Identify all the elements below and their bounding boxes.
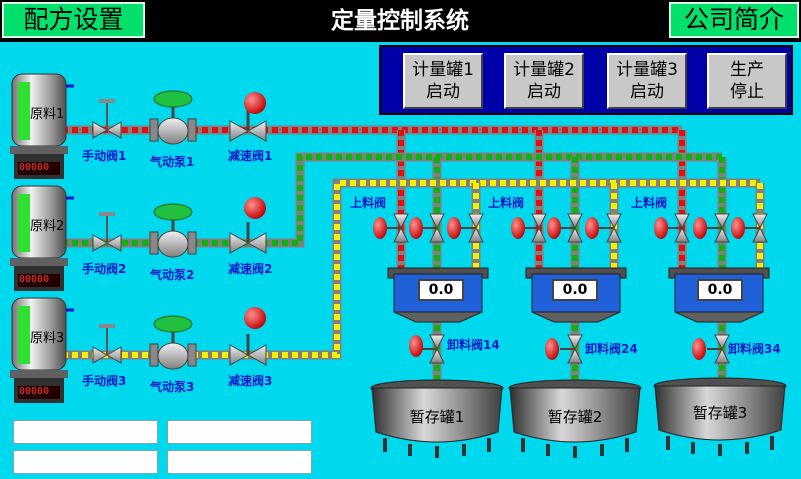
storage-tank-1 (370, 379, 504, 458)
pump-1-label: 气动泵1 (150, 155, 195, 169)
raw-tank-1-label: 原料1 (30, 107, 65, 122)
manual-valve-2-label: 手动阀2 (82, 262, 127, 276)
pipe-line3 (62, 178, 765, 360)
start-tank2-sub: 启动 (527, 82, 561, 102)
company-intro-button[interactable]: 公司简介 (669, 2, 799, 38)
feed-valve-3-3[interactable] (731, 213, 768, 243)
pump-3-label: 气动泵3 (150, 380, 195, 394)
feed-valve-group-3-label: 上料阀 (631, 196, 668, 210)
raw-tank-2-counter: 00000 (19, 274, 50, 285)
start-tank3-sub: 启动 (630, 82, 664, 102)
reducer-valve-1[interactable] (229, 92, 267, 142)
manual-valve-3[interactable] (92, 324, 122, 364)
pump-2-label: 气动泵2 (150, 268, 195, 282)
recipe-settings-button[interactable]: 配方设置 (2, 2, 145, 38)
info-field-4[interactable] (167, 450, 312, 474)
start-tank2-label: 计量罐2 (513, 60, 575, 80)
info-field-3[interactable] (13, 450, 158, 474)
tank1-weight-display: 0.0 (418, 279, 464, 301)
reducer-2-label: 减速阀2 (228, 262, 273, 276)
manual-valve-1-label: 手动阀1 (82, 149, 127, 163)
feed-valve-group-2-label: 上料阀 (488, 196, 525, 210)
discharge-valve-14[interactable] (409, 334, 445, 364)
storage-tank-2-label: 暂存罐2 (547, 408, 603, 426)
start-tank1-button[interactable]: 计量罐1 启动 (403, 53, 483, 109)
manual-valve-1[interactable] (92, 99, 122, 139)
start-tank1-sub: 启动 (426, 82, 460, 102)
stop-production-label: 生产 (730, 60, 764, 80)
storage-tank-1-label: 暂存罐1 (409, 408, 465, 426)
storage-tank-3-label: 暂存罐3 (692, 404, 748, 422)
manual-valve-2[interactable] (92, 212, 122, 252)
info-field-2[interactable] (167, 420, 312, 444)
raw-tank-3-label: 原料3 (30, 331, 65, 346)
line3-equipment (92, 307, 267, 370)
discharge-valve-34-label: 卸料阀34 (728, 342, 781, 356)
line1-equipment (92, 90, 267, 145)
raw-tank-2-label: 原料2 (30, 219, 65, 234)
tank2-weight-display: 0.0 (552, 279, 598, 301)
stop-production-sub: 停止 (730, 82, 764, 102)
page-title: 定量控制系统 (331, 8, 469, 34)
raw-tank-1-counter: 00000 (19, 162, 50, 173)
feed-valve-1-2[interactable] (409, 213, 445, 243)
feed-valve-3-2[interactable] (693, 213, 730, 243)
feed-valve-2-1[interactable] (511, 213, 547, 243)
feed-valve-2-3[interactable] (585, 213, 622, 243)
feed-valve-3-1[interactable] (654, 213, 690, 243)
feed-valve-group-1-label: 上料阀 (350, 196, 387, 210)
tank3-weight-display: 0.0 (697, 279, 743, 301)
raw-tank-1 (10, 73, 74, 179)
feed-valves (373, 213, 768, 243)
reducer-valve-3[interactable] (229, 307, 267, 366)
reducer-valve-2[interactable] (229, 197, 267, 254)
feed-valve-1-3[interactable] (447, 213, 484, 243)
control-panel: 计量罐1 启动 计量罐2 启动 计量罐3 启动 生产 停止 (379, 45, 793, 115)
storage-tank-3 (653, 377, 787, 456)
discharge-valve-14-label: 卸料阀14 (447, 338, 500, 352)
feed-valve-1-1[interactable] (373, 213, 409, 243)
pneumatic-pump-2[interactable] (149, 203, 197, 258)
reducer-3-label: 减速阀3 (228, 374, 273, 388)
start-tank3-button[interactable]: 计量罐3 启动 (607, 53, 687, 109)
raw-tank-3 (10, 297, 74, 403)
start-tank2-button[interactable]: 计量罐2 启动 (504, 53, 584, 109)
discharge-valve-24-label: 卸料阀24 (585, 342, 638, 356)
info-field-1[interactable] (13, 420, 158, 444)
storage-tank-2 (508, 379, 642, 458)
raw-tank-3-counter: 00000 (19, 386, 50, 397)
raw-tank-2 (10, 185, 74, 291)
reducer-1-label: 减速阀1 (228, 149, 273, 163)
pneumatic-pump-3[interactable] (149, 315, 197, 370)
stop-production-button[interactable]: 生产 停止 (707, 53, 787, 109)
discharge-valve-24[interactable] (545, 334, 583, 364)
start-tank1-label: 计量罐1 (412, 60, 474, 80)
discharge-valve-34[interactable] (692, 334, 730, 364)
line2-equipment (92, 197, 267, 258)
feed-valve-2-2[interactable] (547, 213, 583, 243)
manual-valve-3-label: 手动阀3 (82, 374, 127, 388)
pneumatic-pump-1[interactable] (149, 90, 197, 145)
start-tank3-label: 计量罐3 (616, 60, 678, 80)
